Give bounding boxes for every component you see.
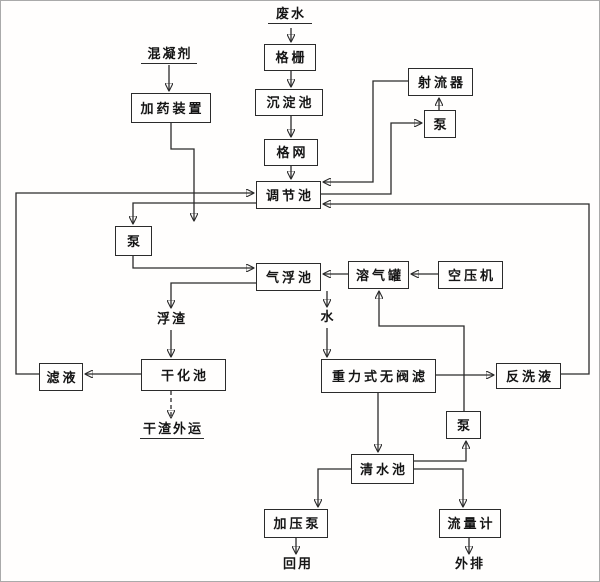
edge-dosing-feedline [170,123,194,220]
edge-filtrate-eqtank [15,193,253,375]
node-jet-pump: 泵 [424,110,456,138]
node-air-compressor: 空压机 [438,261,503,289]
node-backwash-liquid: 反洗液 [496,363,561,389]
edge-feedpump-flotation [132,256,253,268]
node-pressure-pump: 加压泵 [264,509,328,538]
edge-eqtank-jetpump [321,123,421,195]
edge-clearwater-recyclepump [414,442,466,462]
node-gravity-valveless-filter: 重力式无阀滤 [321,359,436,393]
edge-flotation-scum [171,282,256,307]
edge-clearwater-flowmeter [414,468,463,506]
node-jet-ejector: 射流器 [408,68,473,96]
node-filtrate: 滤液 [39,363,83,391]
node-flow-meter: 流量计 [439,509,501,538]
node-dosing-device: 加药装置 [131,93,211,123]
label-dried-residue-out: 干渣外运 [140,422,204,439]
node-drying-tank: 干化池 [141,359,226,391]
node-recycle-pump: 泵 [446,411,481,439]
edge-ejector-eqtank [324,80,408,182]
node-feed-pump: 泵 [115,226,152,256]
label-scum: 浮渣 [156,311,187,326]
label-reuse: 回用 [282,556,313,571]
label-discharge: 外排 [454,556,485,571]
edge-recyclepump-airtank [379,292,465,411]
node-dissolved-air-tank: 溶气罐 [348,261,409,289]
edge-clearwater-presspump [318,468,351,506]
node-bar-screen: 格栅 [264,44,316,71]
label-water: 水 [320,309,336,324]
node-air-flotation-tank: 气浮池 [256,263,321,291]
node-clear-water-tank: 清水池 [351,454,414,484]
node-equalization-tank: 调节池 [256,181,321,209]
node-sedimentation-tank: 沉淀池 [255,89,323,116]
label-wastewater: 废水 [268,7,312,24]
label-coagulant: 混凝剂 [141,47,197,64]
edge-eqtank-feedpump [133,202,256,223]
edge-backwash-eqtank [324,204,590,375]
node-mesh-screen: 格网 [264,139,318,166]
